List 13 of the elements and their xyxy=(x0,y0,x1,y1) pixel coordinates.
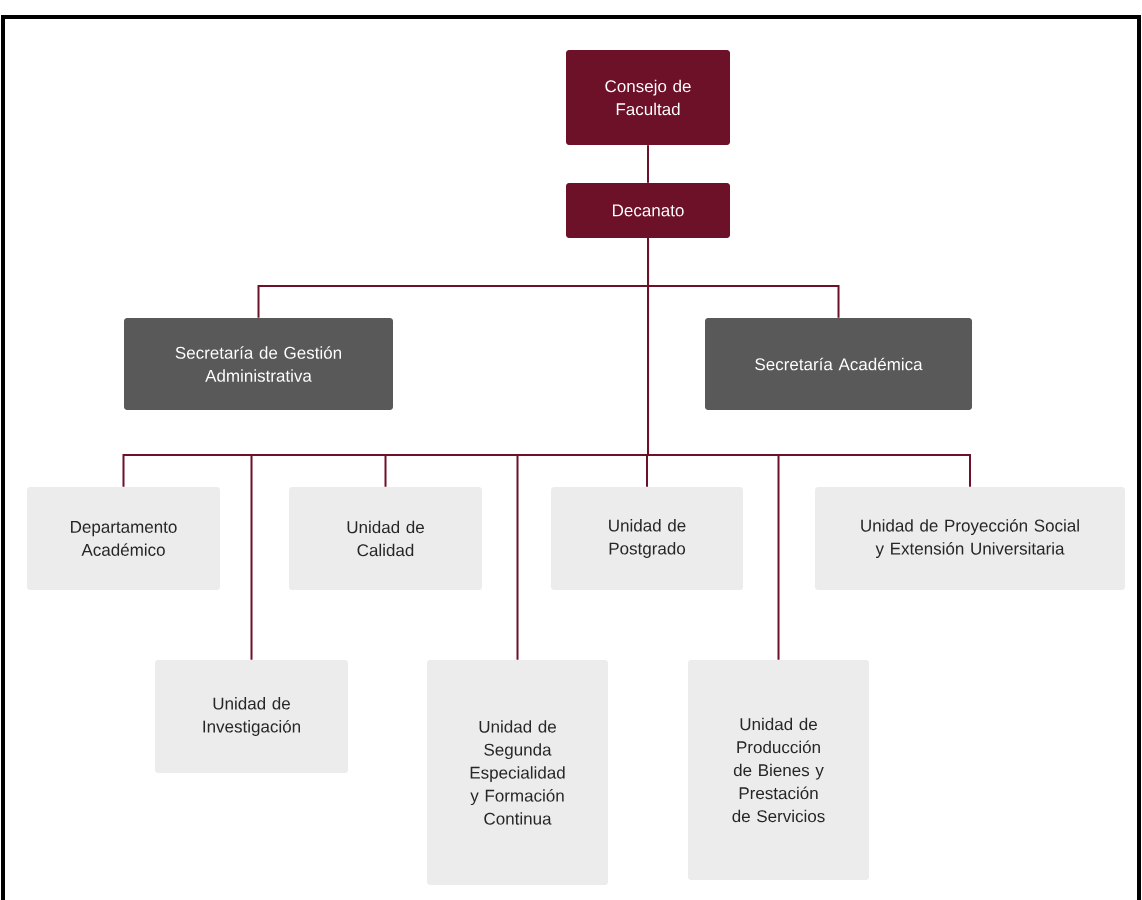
org-box: Unidad de Investigación xyxy=(155,660,348,773)
org-box: Unidad de Postgrado xyxy=(551,487,743,590)
org-box: Decanato xyxy=(566,183,730,238)
org-box: Unidad de Segunda Especialidad y Formación Continua xyxy=(427,660,608,885)
org-box: Secretaría Académica xyxy=(705,318,972,410)
org-box: Secretaría de Gestión Administrativa xyxy=(124,318,393,410)
org-box: Unidad de Proyección Social y Extensión Universitaria xyxy=(815,487,1125,590)
connector-line xyxy=(647,144,649,184)
org-box: Unidad de Producción de Bienes y Prestación de Servicios xyxy=(688,660,869,880)
org-box: Departamento Académico xyxy=(27,487,220,590)
org-box: Unidad de Calidad xyxy=(289,487,482,590)
connector-line xyxy=(647,237,971,488)
org-box: Consejo de Facultad xyxy=(566,50,730,145)
